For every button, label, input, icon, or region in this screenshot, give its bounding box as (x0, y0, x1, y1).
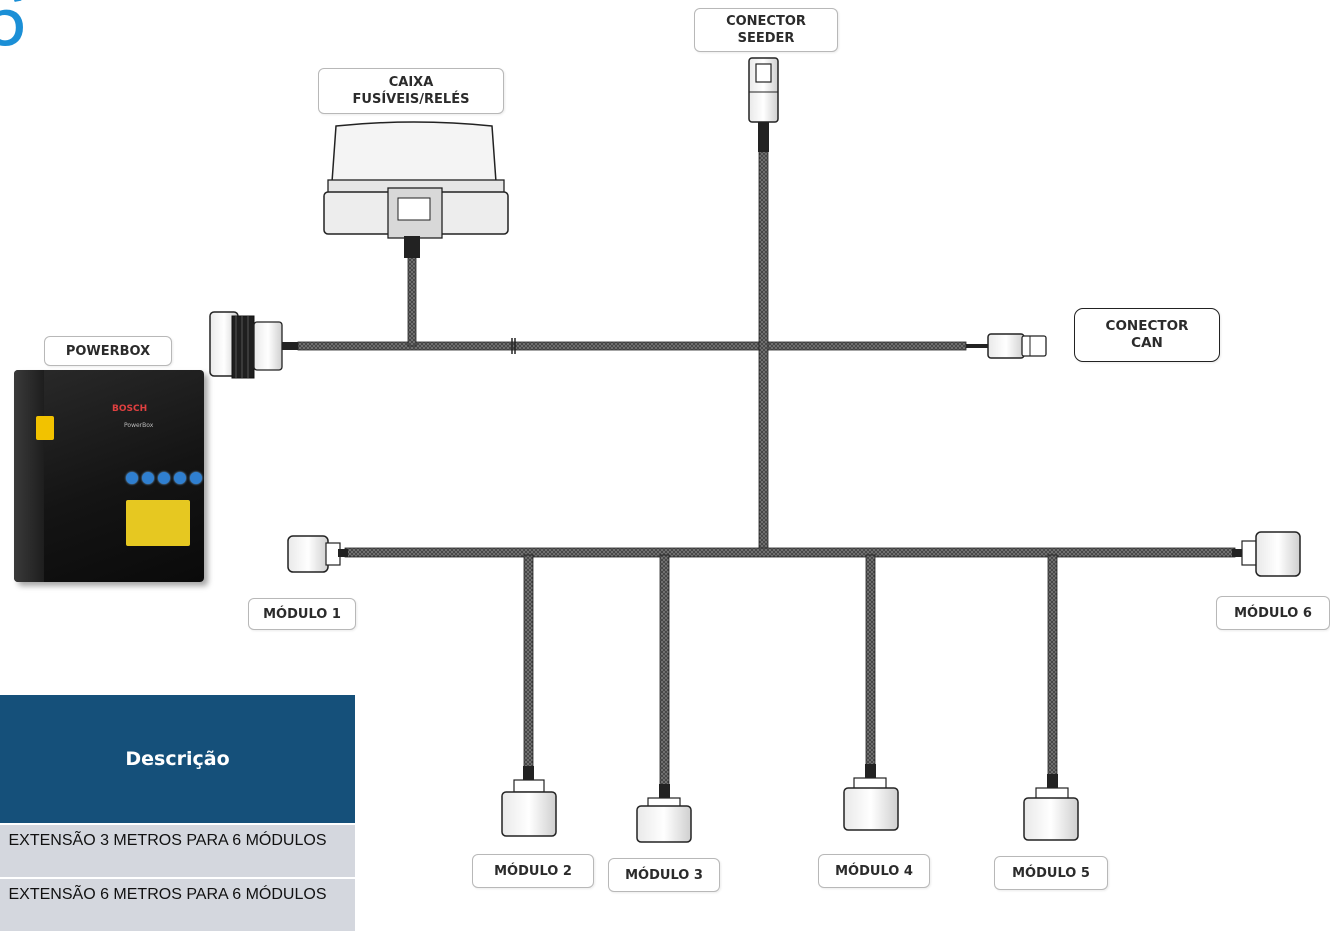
warning-label-icon (126, 500, 190, 546)
module-2-cable (523, 554, 534, 770)
powerbox-device: BOSCH PowerBox (14, 370, 204, 582)
module-5-connector (1023, 774, 1079, 841)
module-4-connector (843, 764, 899, 831)
key-switch-icon (36, 416, 54, 440)
module-3-cable (659, 554, 670, 788)
module-6-label: MÓDULO 6 (1216, 596, 1330, 630)
module-3-connector (636, 784, 692, 843)
module-4-label: MÓDULO 4 (818, 854, 930, 888)
page-number: 6 (0, 0, 27, 62)
brand-logo: BOSCH (112, 404, 148, 414)
powerbox-connector (209, 311, 298, 379)
status-leds (126, 472, 202, 484)
upper-trunk-cable (297, 338, 967, 354)
led-icon (174, 472, 186, 484)
module-2-label: MÓDULO 2 (472, 854, 594, 888)
seeder-connector (748, 57, 779, 152)
powerbox-label: POWERBOX (44, 336, 172, 366)
module-2-connector (501, 766, 557, 837)
can-lead-cable (966, 344, 990, 348)
module-5-cable (1047, 554, 1058, 778)
fuse-relay-box (323, 121, 509, 258)
model-text: PowerBox (124, 422, 154, 429)
module-6-connector (1232, 531, 1301, 577)
led-icon (142, 472, 154, 484)
module-1-connector (287, 535, 348, 573)
fuse-box-label: CAIXA FUSÍVEIS/RELÉS (318, 68, 504, 114)
led-icon (190, 472, 202, 484)
can-connector (987, 333, 1047, 359)
vertical-trunk-cable (758, 149, 769, 553)
table-row: EXTENSÃO 3 METROS PARA 6 MÓDULOS (0, 823, 355, 877)
module-3-label: MÓDULO 3 (608, 858, 720, 892)
powerbox-body (14, 370, 204, 582)
module-4-cable (865, 554, 876, 768)
led-icon (126, 472, 138, 484)
table-header: Descrição (0, 695, 355, 823)
table-row: EXTENSÃO 6 METROS PARA 6 MÓDULOS (0, 877, 355, 931)
table-cell: EXTENSÃO 3 METROS PARA 6 MÓDULOS (8, 832, 327, 849)
description-table: Descrição EXTENSÃO 3 METROS PARA 6 MÓDUL… (0, 695, 355, 931)
led-icon (158, 472, 170, 484)
seeder-connector-label: CONECTOR SEEDER (694, 8, 838, 52)
module-1-label: MÓDULO 1 (248, 598, 356, 630)
module-5-label: MÓDULO 5 (994, 856, 1108, 890)
can-connector-label: CONECTOR CAN (1074, 308, 1220, 362)
powerbox-side (14, 370, 44, 582)
fuse-box-cable (407, 255, 417, 347)
lower-bus-cable (344, 547, 1236, 558)
table-cell: EXTENSÃO 6 METROS PARA 6 MÓDULOS (8, 886, 327, 903)
harness-diagram (209, 57, 1301, 843)
